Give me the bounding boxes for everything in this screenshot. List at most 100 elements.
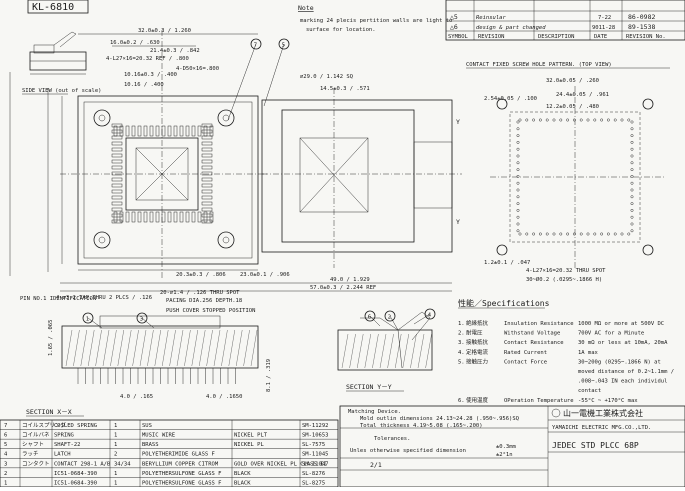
section-hatch-line: [372, 333, 379, 369]
spec-name-en: Contact Resistance: [504, 340, 564, 346]
part-balloon: [364, 310, 376, 322]
pattern-hole: [516, 229, 520, 233]
part-material-cell: BRASS: [142, 442, 159, 448]
dim-outline: 21.4±0.3 / .842: [150, 48, 200, 54]
contact-pin: [167, 211, 172, 223]
pattern-dim-d: 12.2±0.05 / .480: [546, 104, 599, 110]
spec-value: 1A max: [578, 350, 599, 356]
contact-pin: [149, 211, 154, 223]
contact-pin: [201, 189, 213, 194]
part-qty-cell: 1: [114, 442, 117, 448]
pattern-hole: [600, 118, 604, 122]
rev-header-revision: REVISION: [478, 34, 505, 40]
dim-width: 32.0±0.3 / 1.260: [138, 28, 191, 34]
section-x-label: SECTION X－X: [26, 408, 72, 416]
pattern-hole: [630, 127, 634, 131]
section-hatch-line: [132, 329, 139, 367]
section-hatch-line: [228, 329, 235, 367]
part-material-cell: MUSIC WIRE: [142, 433, 175, 439]
rev-row-2-symbol: △6: [450, 23, 458, 31]
pattern-hole: [516, 147, 520, 151]
pattern-hole: [620, 118, 624, 122]
contact-pin: [201, 171, 213, 176]
part-finish-cell: BLACK: [234, 471, 251, 477]
section-hatch-line: [243, 329, 250, 367]
section-hatch-line: [80, 329, 87, 367]
pattern-hole: [630, 120, 634, 124]
pattern-hole: [630, 147, 634, 151]
section-hatch-line: [184, 329, 191, 367]
pattern-hole: [630, 215, 634, 219]
contact-pin: [111, 213, 123, 218]
section-x-x: 1.65 / .065 4.0 / .165 4.0 / .1650 SECTI…: [26, 315, 259, 417]
contact-pin: [173, 211, 178, 223]
part-no-cell: 6: [4, 433, 7, 439]
section-x-dim-a: 1.65 / .065: [48, 320, 54, 356]
part-qty-cell: 34/34: [114, 461, 131, 467]
contact-pin: [149, 125, 154, 137]
contact-pin: [111, 147, 123, 152]
section-hatch-line: [349, 333, 356, 369]
contact-pin: [111, 201, 123, 206]
note-label: Note: [298, 4, 314, 12]
contact-pin: [125, 125, 130, 137]
pattern-hole: [630, 161, 634, 165]
section-hatch-line: [139, 329, 147, 367]
label-push-cover: PUSH COVER STOPPED POSITION: [166, 308, 255, 314]
part-material-cell: POLYETHERSULFONE GLASS F: [142, 471, 221, 477]
note-line-2: surface for location.: [306, 27, 376, 33]
part-name-jp-cell: ラッチ: [22, 451, 39, 458]
contact-pin: [179, 211, 184, 223]
contact-pin: [201, 219, 213, 224]
pattern-hole: [545, 118, 549, 122]
pattern-hole: [586, 232, 590, 236]
contact-pin: [161, 211, 166, 223]
part-name-cell: SHAFT-22: [54, 442, 81, 448]
pattern-hole: [572, 118, 576, 122]
part-material-cell: BERYLLIUM COPPER CITROM: [142, 461, 219, 467]
contact-pin: [111, 165, 123, 170]
spec-number: 2.: [458, 331, 465, 337]
pattern-hole: [538, 118, 542, 122]
balloon-leader: [141, 317, 155, 329]
pattern-hole: [525, 118, 529, 122]
part-name-cell: CONTACT 298-1 A/B: [54, 461, 111, 467]
specs-heading: 性能／Specifications: [458, 298, 550, 308]
note-line-1: marking 24 plecis pertition walls are li…: [300, 18, 452, 24]
part-qty-cell: 1: [114, 423, 117, 429]
rev-row-1-symbol: △5: [450, 13, 458, 21]
part-balloon-number: 1: [86, 317, 89, 323]
pattern-hole: [559, 118, 563, 122]
pattern-hole: [630, 140, 634, 144]
contact-pin: [201, 183, 213, 188]
pattern-dim-e: 1.2±0.1 / .047: [484, 260, 530, 266]
part-number-cell: SM-11047: [302, 461, 329, 467]
spec-value: contact: [578, 388, 601, 394]
rev-row-1-number: 86-0982: [628, 13, 655, 21]
spec-value: 30 mΩ or less at 10mA, 20mA: [578, 340, 668, 346]
pattern-hole: [516, 174, 520, 178]
part-name-cell: LATCH: [54, 452, 71, 458]
pattern-hole: [516, 215, 520, 219]
company-name-jp: 山一電機工業株式会社: [563, 408, 643, 418]
dim-bottom-d: 57.0±0.3 / 2.244 REF: [310, 285, 376, 291]
label-pin1: PIN NO.1 IDENTIFICATION: [20, 296, 96, 302]
spec-name-jp: 接触抵抗: [466, 338, 489, 346]
rev-header-number: REVISION No.: [626, 34, 666, 40]
contact-pin: [191, 125, 196, 137]
contact-pin: [143, 211, 148, 223]
section-hatch-line: [176, 329, 184, 367]
part-number-cell: SL-7575: [302, 442, 325, 448]
dim-bottom-a: 20.3±0.3 / .806: [176, 272, 226, 278]
side-view-label: SIDE VIEW (out of scale): [22, 88, 101, 94]
section-marker-y-bottom: Y: [456, 218, 460, 226]
part-no-cell: 1: [4, 480, 7, 486]
contact-pin: [131, 211, 136, 223]
pattern-dim-a: 2.54±0.05 / .100: [484, 96, 537, 102]
rev-row-2-description: design & part changed: [476, 25, 546, 31]
pattern-hole: [579, 232, 583, 236]
pattern-hole: [593, 232, 597, 236]
spec-name-jp: 使用温度: [466, 396, 489, 404]
contact-pin: [201, 177, 213, 182]
